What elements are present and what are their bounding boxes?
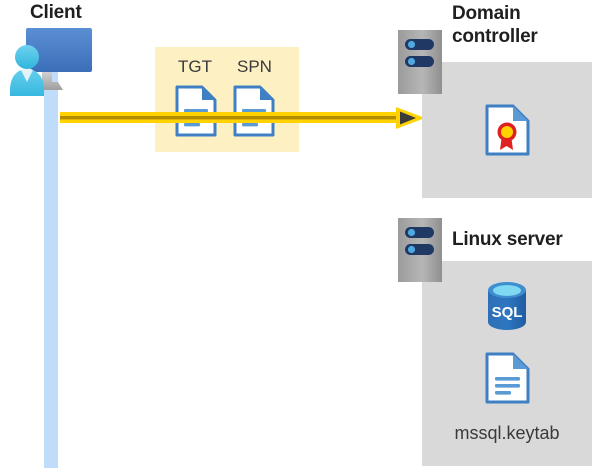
- sql-icon-label: SQL: [492, 304, 523, 321]
- linux-server-title: Linux server: [452, 229, 563, 250]
- certificate-document-icon: [485, 104, 530, 156]
- domain-controller-server-rack-icon: [398, 30, 442, 94]
- sql-database-icon: SQL: [483, 281, 531, 331]
- spn-label: SPN: [237, 57, 272, 76]
- client-title: Client: [30, 2, 82, 23]
- token-highlight-band: TGT SPN: [155, 47, 299, 152]
- linux-server-rack-icon: [398, 218, 442, 282]
- domain-controller-title: Domain controller: [452, 3, 538, 47]
- client-computer-icon: [8, 26, 94, 96]
- client-lifeline: [44, 72, 58, 468]
- keytab-document-icon: [485, 352, 530, 404]
- tgt-label: TGT: [178, 57, 212, 76]
- keytab-filename-label: mssql.keytab: [454, 423, 560, 443]
- client-to-dc-arrow-icon: [60, 107, 425, 129]
